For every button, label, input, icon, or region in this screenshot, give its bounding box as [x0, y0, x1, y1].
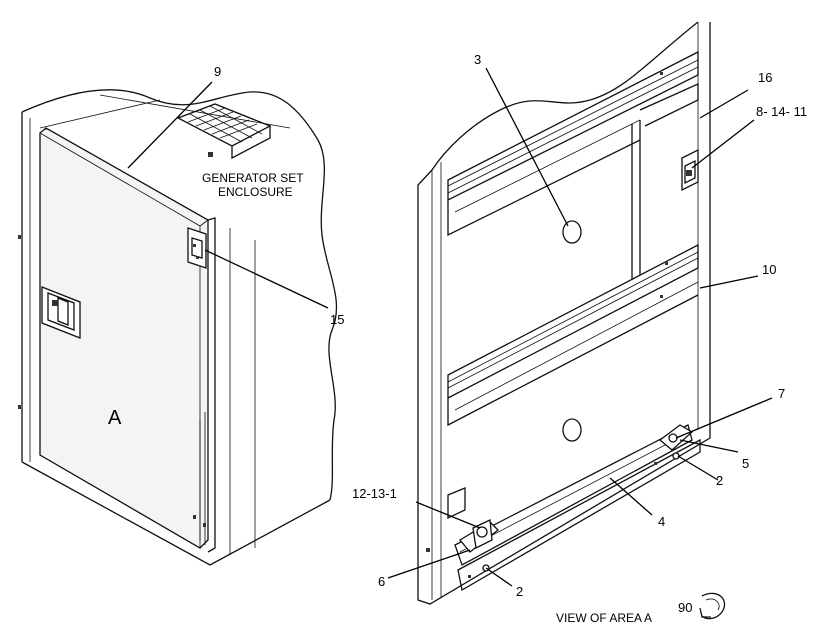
callout-4: 4	[658, 514, 665, 529]
callout-3: 3	[474, 52, 481, 67]
enclosure-caption-line2: ENCLOSURE	[218, 185, 293, 199]
callout-5: 5	[742, 456, 749, 471]
callout-8-14-11: 8- 14- 11	[756, 104, 807, 119]
callout-16: 16	[758, 70, 772, 85]
callout-15: 15	[330, 312, 344, 327]
rotation-label: 90	[678, 600, 692, 615]
callout-7: 7	[778, 386, 785, 401]
area-a-label: A	[108, 407, 122, 429]
callout-9: 9	[214, 64, 221, 79]
break-line-top	[21, 89, 338, 501]
area-a-detail-view	[417, 21, 711, 605]
enclosure-view	[18, 89, 338, 566]
callout-10: 10	[762, 262, 776, 277]
door-latch	[41, 286, 81, 339]
leader-lines	[127, 67, 773, 587]
view-caption: VIEW OF AREA A	[556, 611, 652, 625]
callout-6: 6	[378, 574, 385, 589]
latch-bracket	[681, 148, 699, 192]
louver-grille	[176, 103, 272, 160]
break-line-detail	[431, 21, 699, 171]
panel-hole-upper	[562, 220, 582, 244]
panel-hole-lower	[562, 418, 582, 442]
enclosure-caption-line1: GENERATOR SET	[202, 171, 304, 185]
callout-12-13-1: 12-13-1	[352, 486, 397, 501]
rotate-arrow-icon	[699, 592, 726, 620]
door-hinge	[187, 227, 207, 269]
bottom-trim-strip	[454, 424, 693, 566]
callout-2-lower: 2	[516, 584, 523, 599]
callout-2-upper: 2	[716, 473, 723, 488]
callout-labels: 9 3 16 8- 14- 11 GENERATOR SET ENCLOSURE…	[108, 52, 807, 625]
